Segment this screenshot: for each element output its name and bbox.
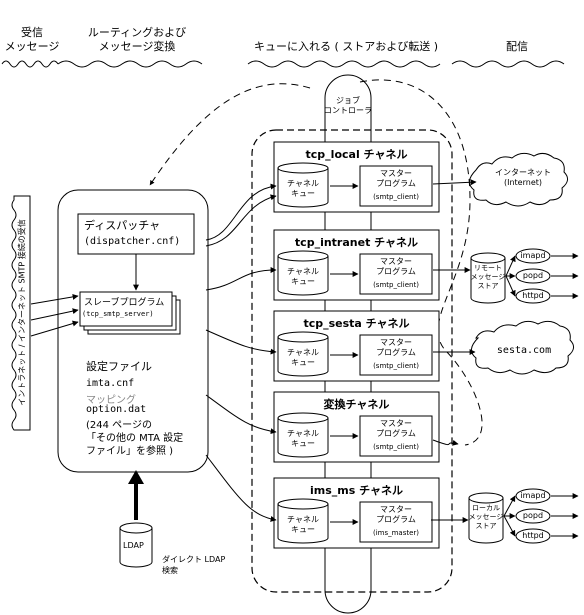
header-enqueue: キューに入れる ( ストアおよび転送 ) xyxy=(253,40,439,53)
channel-queue-label: チャネル キュー xyxy=(287,267,319,286)
master-program-box xyxy=(359,415,433,457)
channel-box xyxy=(273,310,440,382)
channel-title: 変換チャネル xyxy=(323,398,390,411)
dispatcher-box xyxy=(77,213,195,255)
header-deliver: 配信 xyxy=(506,40,528,53)
channel-queue-cylinder xyxy=(277,256,329,296)
enqueue-area xyxy=(251,129,453,593)
incoming-connections-box xyxy=(11,195,31,431)
channel-box xyxy=(273,141,440,213)
master-program-label: マスター プログラム xyxy=(376,505,416,524)
job-controller-label: ジョブ コントローラ xyxy=(324,96,372,115)
service-link xyxy=(505,255,516,277)
config-item: ファイル」を参照 ) xyxy=(86,446,174,457)
routing-to-queue-arrows xyxy=(205,183,277,522)
master-program-name: (smtp_client) xyxy=(373,362,419,370)
ldap-cylinder xyxy=(119,522,153,568)
master-program-label: マスター プログラム xyxy=(376,338,416,357)
master-program-box xyxy=(359,334,433,376)
sesta-cloud xyxy=(471,320,574,375)
master-program-label: マスター プログラム xyxy=(376,169,416,188)
sesta-label: sesta.com xyxy=(496,345,552,356)
config-item: マッピング xyxy=(86,395,136,406)
master-program-box xyxy=(359,501,433,543)
local-store-cylinder xyxy=(468,492,504,544)
channel-box xyxy=(273,477,440,549)
service-ellipse xyxy=(515,488,551,504)
service-link xyxy=(503,515,516,537)
job-controller-pill xyxy=(324,74,372,614)
channel-title: tcp_sesta チャネル xyxy=(303,317,410,330)
config-item: 「その他の MTA 設定 xyxy=(86,433,184,444)
dispatcher-file: (dispatcher.cnf) xyxy=(84,236,181,247)
service-label: httpd xyxy=(522,531,544,540)
config-item: imta.cnf xyxy=(86,378,135,389)
master-program-box xyxy=(359,253,433,295)
service-label: popd xyxy=(522,511,544,520)
slave-program-box xyxy=(79,291,173,327)
master-program-box xyxy=(359,165,433,207)
internet-cloud xyxy=(469,152,568,207)
service-ellipse xyxy=(515,508,551,524)
remote-store-label: リモート メッセージ ストア xyxy=(470,264,506,290)
dashed-loop-right xyxy=(359,79,483,446)
channel-queue-label: チャネル キュー xyxy=(287,429,319,448)
master-program-name: (smtp_client) xyxy=(373,281,419,289)
slave-name: (tcp_smtp_server) xyxy=(82,310,154,318)
master-program-name: (smtp_client) xyxy=(373,443,419,451)
master-program-name: (smtp_client) xyxy=(373,193,419,201)
channel-queue-cylinder xyxy=(277,418,329,458)
service-label: imapd xyxy=(520,251,546,260)
service-ellipse xyxy=(515,528,551,544)
channel-queue-label: チャネル キュー xyxy=(287,348,319,367)
config-item: (244 ページの xyxy=(86,420,152,431)
master-program-label: マスター プログラム xyxy=(376,257,416,276)
service-ellipse xyxy=(515,248,551,264)
service-label: httpd xyxy=(522,291,544,300)
internet-label: インターネット (Internet) xyxy=(495,168,551,187)
channel-queue-cylinder xyxy=(277,504,329,544)
ldap-caption: ダイレクト LDAP 検索 xyxy=(162,555,226,575)
header-receive: 受信 メッセージ xyxy=(4,26,60,53)
master-program-label: マスター プログラム xyxy=(376,419,416,438)
header-braces xyxy=(1,60,565,68)
local-store-label: ローカル メッセージ ストア xyxy=(468,504,504,530)
header-routing: ルーティングおよび メッセージ変換 xyxy=(87,26,187,53)
channel-title: ims_ms チャネル xyxy=(309,484,403,497)
config-title: 設定ファイル xyxy=(86,360,152,373)
config-item: option.dat xyxy=(86,404,147,415)
service-link xyxy=(505,275,516,297)
service-label: imapd xyxy=(520,491,546,500)
channel-queue-label: チャネル キュー xyxy=(287,515,319,534)
service-label: popd xyxy=(522,271,544,280)
channel-box xyxy=(273,229,440,301)
master-program-name: (ims_master) xyxy=(372,529,420,537)
dispatcher-title: ディスパッチャ xyxy=(84,219,161,232)
delivery-arrows xyxy=(431,179,477,523)
service-ellipse xyxy=(515,268,551,284)
service-link xyxy=(503,495,516,517)
incoming-arrows xyxy=(30,293,79,337)
service-ellipse xyxy=(515,288,551,304)
job-controller-dashed-link xyxy=(149,83,311,186)
channel-queue-cylinder xyxy=(277,337,329,377)
channel-box xyxy=(273,391,440,463)
channel-title: tcp_local チャネル xyxy=(305,148,408,161)
slave-title: スレーブプログラム xyxy=(84,298,165,308)
channel-queue-cylinder xyxy=(277,168,329,208)
channel-queue-label: チャネル キュー xyxy=(287,179,319,198)
channel-title: tcp_intranet チャネル xyxy=(294,236,419,249)
ldap-label: LDAP xyxy=(123,541,144,550)
remote-store-cylinder xyxy=(470,252,506,304)
